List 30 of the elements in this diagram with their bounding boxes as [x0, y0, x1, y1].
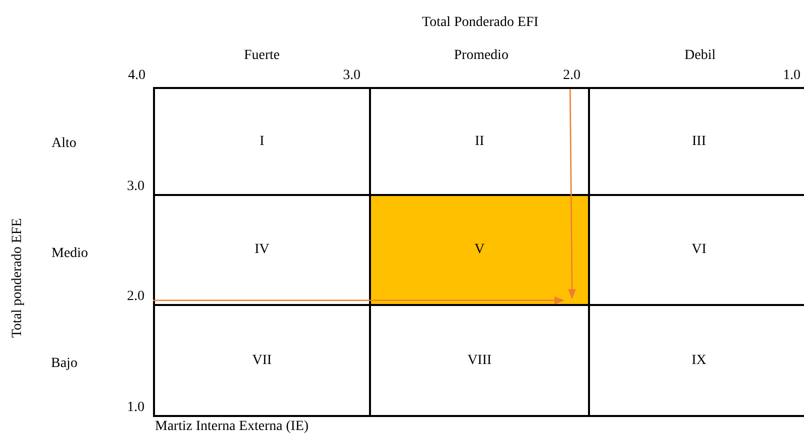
scale-value: 3.0	[127, 179, 144, 195]
caption: Martiz Interna Externa (IE)	[155, 419, 309, 435]
cell-label: I	[260, 134, 264, 150]
column-header: Debil	[684, 48, 716, 64]
scale-value: 1.0	[783, 68, 800, 84]
scale-value: 2.0	[127, 289, 144, 305]
column-header: Promedio	[454, 48, 508, 64]
cell-label: IX	[692, 352, 706, 368]
row-header: Medio	[52, 246, 88, 262]
cell-label: VII	[252, 352, 272, 368]
scale-value: 3.0	[343, 68, 360, 84]
matrix-cell	[153, 87, 371, 196]
cell-label: IV	[254, 242, 270, 258]
scale-value: 2.0	[563, 68, 580, 84]
scale-value: 1.0	[127, 400, 144, 416]
row-header: Alto	[52, 136, 76, 152]
cell-label: V	[474, 242, 485, 258]
cell-label: VIII	[467, 352, 492, 368]
highlighted-matrix-cell	[369, 194, 590, 306]
cell-label: VI	[692, 242, 706, 258]
arrow	[153, 296, 564, 304]
matrix-cell	[153, 304, 371, 417]
arrow	[568, 89, 576, 300]
axis-title: Total Ponderado EFI	[422, 15, 538, 31]
cell-label: III	[692, 134, 706, 150]
axis-title: Total ponderado EFE	[10, 218, 26, 338]
scale-value: 4.0	[128, 68, 146, 84]
row-header: Bajo	[51, 356, 78, 372]
cell-label: II	[474, 134, 484, 150]
column-header: Fuerte	[244, 48, 280, 64]
